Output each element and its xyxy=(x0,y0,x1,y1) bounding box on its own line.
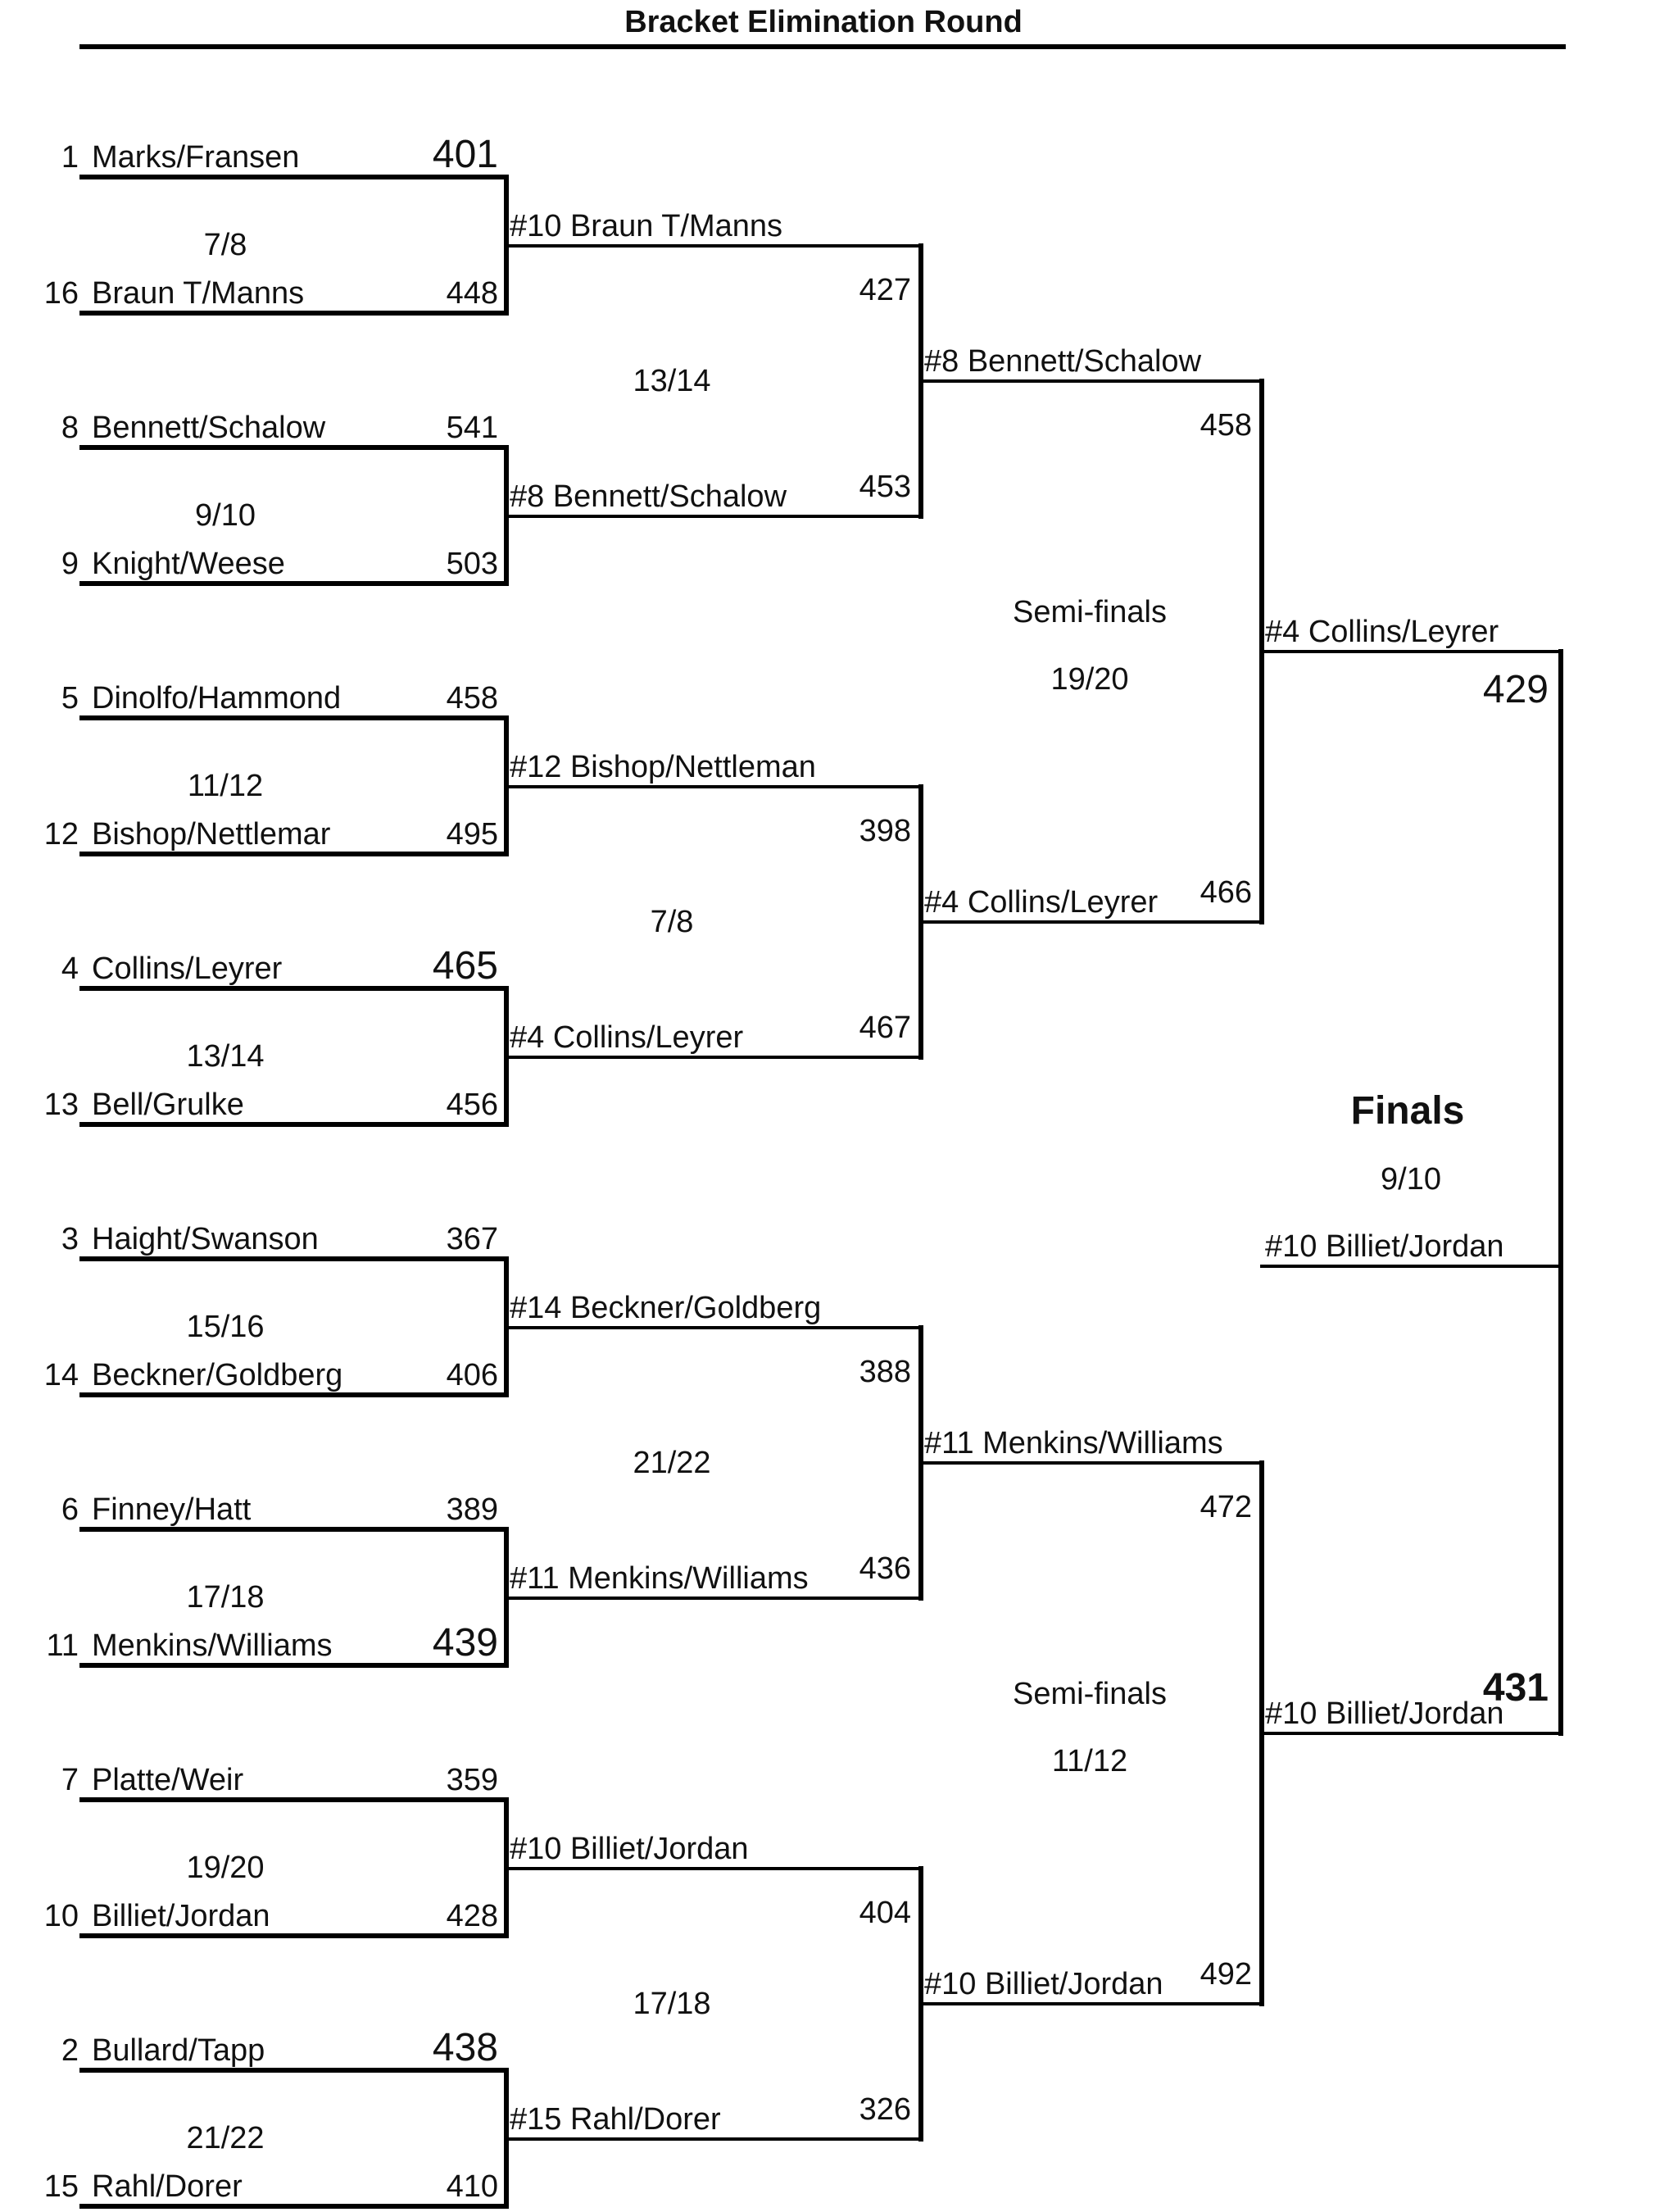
team-score: 456 xyxy=(447,1088,498,1122)
team-score: 367 xyxy=(447,1222,498,1256)
advancing-team: #12 Bishop/Nettleman xyxy=(510,750,816,784)
team-name: Rahl/Dorer xyxy=(92,2169,243,2204)
bracket-labels: 1 Marks/Fransen 401 16 Braun T/Manns 448 7/8 #1… xyxy=(44,133,1549,2204)
bracket-lines xyxy=(79,175,1563,2209)
team-name: Bennett/Schalow xyxy=(92,411,326,445)
lane-label: 7/8 xyxy=(204,228,247,262)
team-seed: 1 xyxy=(61,140,79,175)
team-seed: 6 xyxy=(61,1492,79,1527)
advancing-team: #8 Bennett/Schalow xyxy=(924,344,1202,379)
advancing-team: #10 Billiet/Jordan xyxy=(510,1832,749,1866)
advancing-team: #10 Billiet/Jordan xyxy=(1265,1696,1504,1731)
team-seed: 14 xyxy=(44,1358,79,1392)
finals-score: 431 xyxy=(1483,1666,1549,1710)
team-score: 458 xyxy=(447,681,498,715)
lane-label: 9/10 xyxy=(1381,1162,1441,1197)
team-score: 453 xyxy=(859,470,911,504)
lane-label: 19/20 xyxy=(186,1851,264,1885)
team-name: Bell/Grulke xyxy=(92,1088,244,1122)
team-name: Braun T/Manns xyxy=(92,276,304,311)
lane-label: 19/20 xyxy=(1050,662,1128,697)
advancing-team: #4 Collins/Leyrer xyxy=(1265,615,1499,649)
team-name: Marks/Fransen xyxy=(92,140,299,175)
lane-label: 11/12 xyxy=(1052,1744,1127,1778)
lane-label: 21/22 xyxy=(186,2121,264,2155)
team-score: 406 xyxy=(447,1358,498,1392)
advancing-team: #11 Menkins/Williams xyxy=(924,1426,1223,1460)
team-score: 428 xyxy=(447,1899,498,1933)
team-score: 541 xyxy=(447,411,498,445)
advancing-team: #14 Beckner/Goldberg xyxy=(510,1291,821,1325)
round-label: Semi-finals xyxy=(1013,595,1167,629)
team-score: 465 xyxy=(433,944,498,988)
team-seed: 7 xyxy=(61,1763,79,1797)
finals-label: Finals xyxy=(1351,1089,1465,1133)
team-name: Beckner/Goldberg xyxy=(92,1358,342,1392)
advancing-team: #4 Collins/Leyrer xyxy=(510,1020,743,1055)
advancing-team: #10 Billiet/Jordan xyxy=(924,1967,1163,2001)
lane-label: 13/14 xyxy=(633,364,710,398)
team-score: 503 xyxy=(447,547,498,581)
team-score: 448 xyxy=(447,276,498,311)
round-label: Semi-finals xyxy=(1013,1677,1167,1711)
team-name: Finney/Hatt xyxy=(92,1492,252,1527)
team-seed: 3 xyxy=(61,1222,79,1256)
team-score: 492 xyxy=(1200,1957,1252,1992)
lane-label: 15/16 xyxy=(186,1310,264,1344)
team-name: Dinolfo/Hammond xyxy=(92,681,341,715)
team-seed: 4 xyxy=(61,952,79,986)
team-seed: 16 xyxy=(44,276,79,311)
team-score: 466 xyxy=(1200,875,1252,910)
lane-label: 13/14 xyxy=(186,1039,264,1074)
lane-label: 7/8 xyxy=(651,905,694,939)
lane-label: 17/18 xyxy=(186,1580,264,1615)
lane-label: 9/10 xyxy=(195,498,256,533)
advancing-team: #10 Braun T/Manns xyxy=(510,209,782,243)
team-score: 401 xyxy=(433,133,498,176)
team-score: 436 xyxy=(859,1551,911,1586)
advancing-team: #4 Collins/Leyrer xyxy=(924,885,1158,920)
team-score: 427 xyxy=(859,273,911,307)
team-name: Platte/Weir xyxy=(92,1763,243,1797)
team-name: Menkins/Williams xyxy=(92,1628,332,1663)
team-score: 388 xyxy=(859,1355,911,1389)
lane-label: 21/22 xyxy=(633,1446,710,1480)
team-score: 472 xyxy=(1200,1490,1252,1524)
lane-label: 17/18 xyxy=(633,1987,710,2021)
team-score: 467 xyxy=(859,1011,911,1045)
team-name: Bullard/Tapp xyxy=(92,2033,265,2068)
team-name: Haight/Swanson xyxy=(92,1222,319,1256)
team-score: 410 xyxy=(447,2169,498,2204)
team-score: 438 xyxy=(433,2026,498,2069)
team-seed: 15 xyxy=(44,2169,79,2204)
advancing-team: #11 Menkins/Williams xyxy=(510,1561,809,1596)
team-seed: 5 xyxy=(61,681,79,715)
team-seed: 8 xyxy=(61,411,79,445)
team-seed: 10 xyxy=(44,1899,79,1933)
bracket-title: Bracket Elimination Round xyxy=(624,5,1023,39)
finals-score: 429 xyxy=(1483,668,1549,711)
team-seed: 11 xyxy=(47,1628,79,1663)
team-score: 326 xyxy=(859,2092,911,2127)
team-name: Collins/Leyrer xyxy=(92,952,283,986)
team-seed: 2 xyxy=(61,2033,79,2068)
team-seed: 13 xyxy=(44,1088,79,1122)
team-seed: 9 xyxy=(61,547,79,581)
team-name: Billiet/Jordan xyxy=(92,1899,270,1933)
team-score: 458 xyxy=(1200,408,1252,443)
team-score: 495 xyxy=(447,817,498,852)
team-name: Bishop/Nettlemar xyxy=(92,817,331,852)
lane-label: 11/12 xyxy=(188,769,263,803)
advancing-team: #8 Bennett/Schalow xyxy=(510,479,787,514)
team-seed: 12 xyxy=(44,817,79,852)
team-score: 398 xyxy=(859,814,911,848)
champion-team: #10 Billiet/Jordan xyxy=(1265,1229,1504,1264)
team-score: 439 xyxy=(433,1621,498,1665)
team-score: 404 xyxy=(859,1896,911,1930)
team-score: 389 xyxy=(447,1492,498,1527)
team-name: Knight/Weese xyxy=(92,547,285,581)
advancing-team: #15 Rahl/Dorer xyxy=(510,2102,721,2137)
team-score: 359 xyxy=(447,1763,498,1797)
